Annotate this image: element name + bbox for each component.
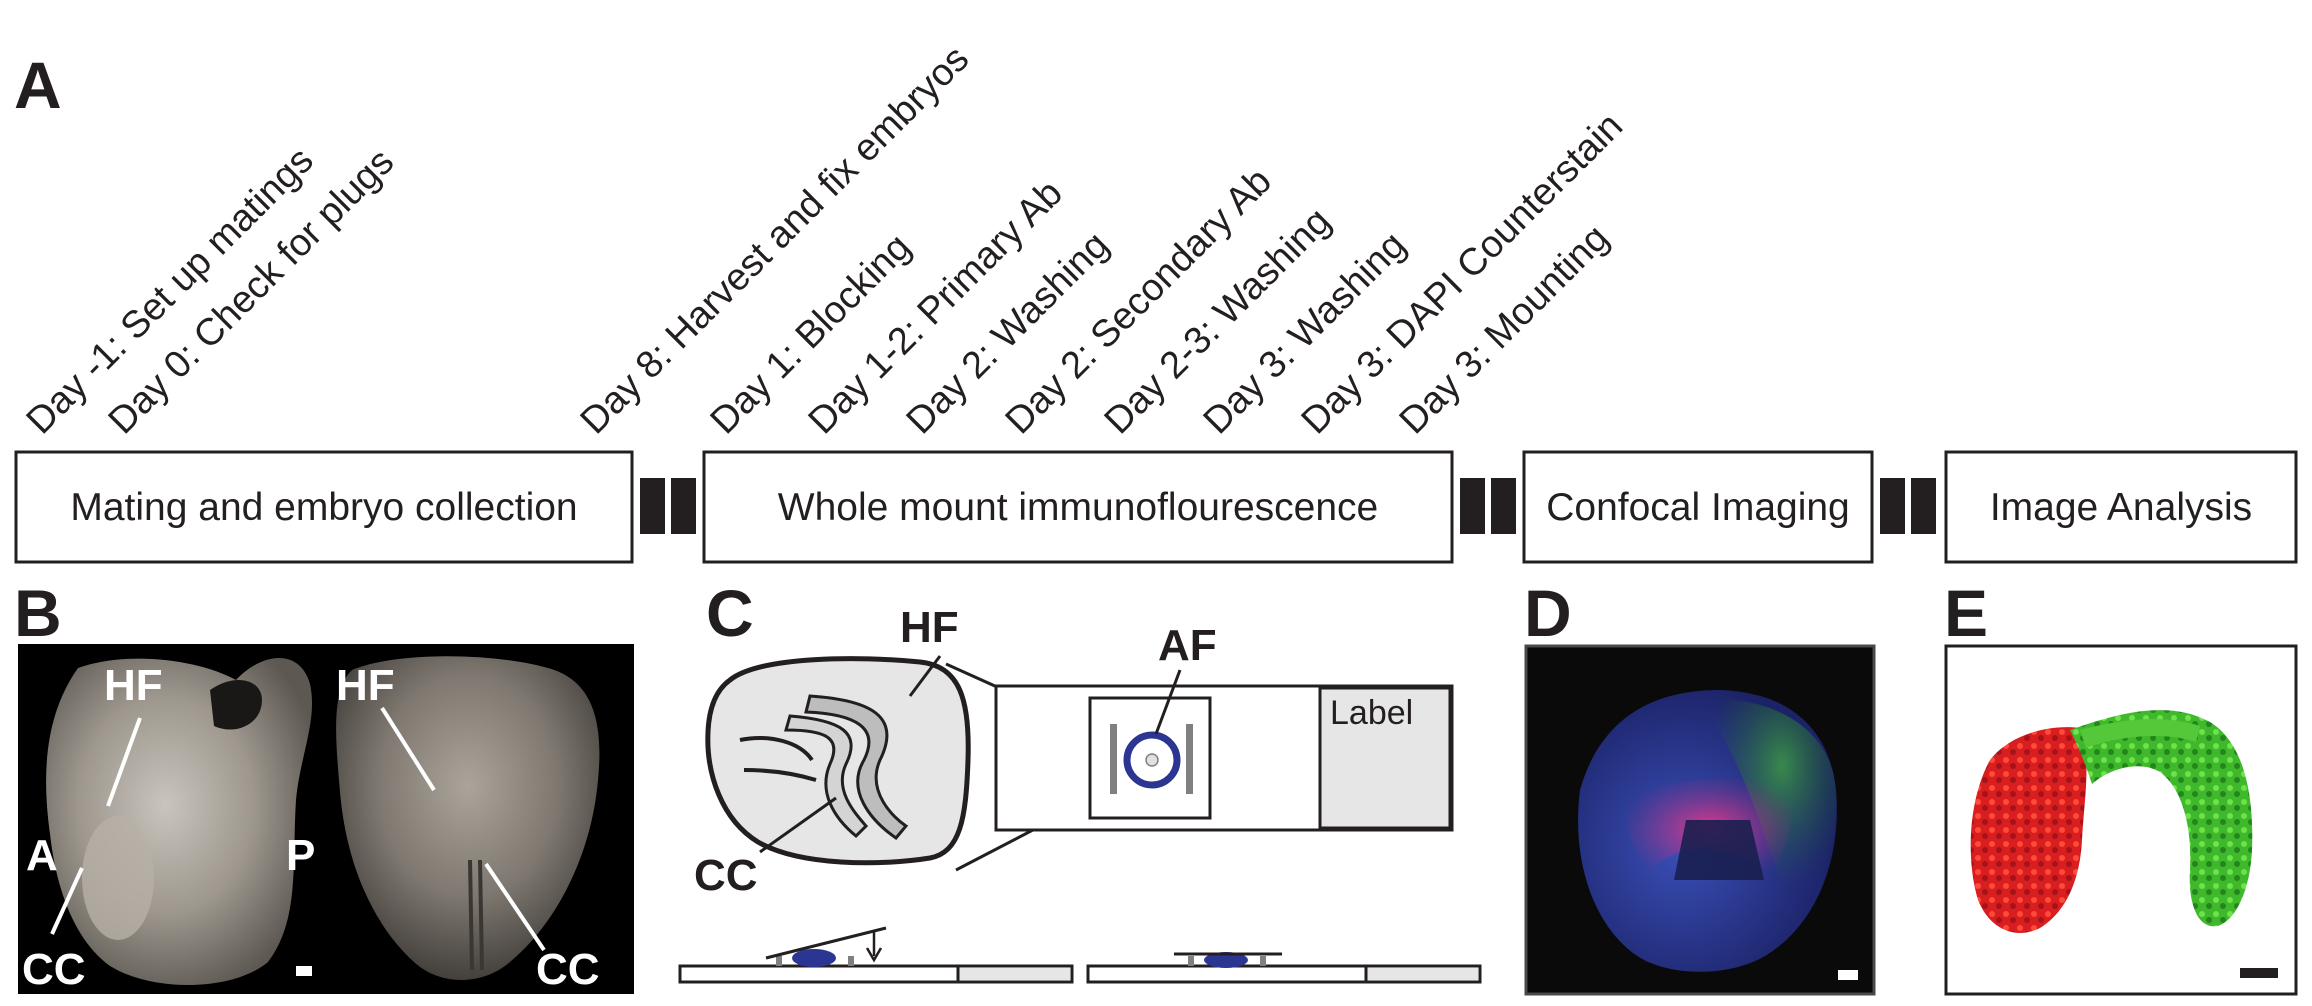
label-cc-left: CC: [22, 945, 86, 994]
stage-label: Confocal Imaging: [1546, 486, 1850, 529]
embryo-lateral: [46, 658, 313, 986]
label-posterior: P: [286, 831, 315, 880]
label-anterior: A: [26, 831, 58, 880]
stage-label: Image Analysis: [1990, 486, 2252, 529]
timeline-labels: Day -1: Set up matings Day 0: Check for …: [19, 38, 1631, 443]
label-hf-right: HF: [336, 661, 395, 710]
panel-letter-a: A: [14, 48, 62, 122]
label-hf-left: HF: [104, 661, 163, 710]
stage-confocal: Confocal Imaging: [1522, 450, 1874, 564]
embryo-photos: HF A P CC HF CC: [18, 644, 634, 994]
confocal-image: [1524, 644, 1876, 996]
stage-separator: [640, 478, 696, 534]
mounting-diagram: HF CC Label AF: [678, 603, 1482, 984]
label-cc-right: CC: [536, 945, 600, 994]
stage-separator: [1880, 478, 1936, 534]
stage-mating: Mating and embryo collection: [14, 450, 634, 564]
panel-letter-c: C: [706, 576, 754, 650]
panel-letter-d: D: [1524, 576, 1572, 650]
stage-immunofluorescence: Whole mount immunoflourescence: [702, 450, 1454, 564]
surface-render: [1944, 644, 2298, 996]
sample-ring: [1123, 731, 1181, 789]
stage-analysis: Image Analysis: [1944, 450, 2298, 564]
stage-label: Mating and embryo collection: [70, 486, 577, 529]
label-hf: HF: [900, 603, 959, 652]
stage-label: Whole mount immunoflourescence: [778, 486, 1378, 529]
green-surface: [2070, 710, 2253, 927]
stage-separator: [1460, 478, 1516, 534]
label-cc: CC: [694, 851, 758, 900]
panel-letter-b: B: [14, 576, 62, 650]
slide-label-text: Label: [1330, 694, 1413, 732]
label-af: AF: [1158, 621, 1217, 670]
panel-letter-e: E: [1944, 576, 1988, 650]
slide-label-area: [1318, 686, 1452, 830]
red-surface: [1970, 727, 2087, 933]
